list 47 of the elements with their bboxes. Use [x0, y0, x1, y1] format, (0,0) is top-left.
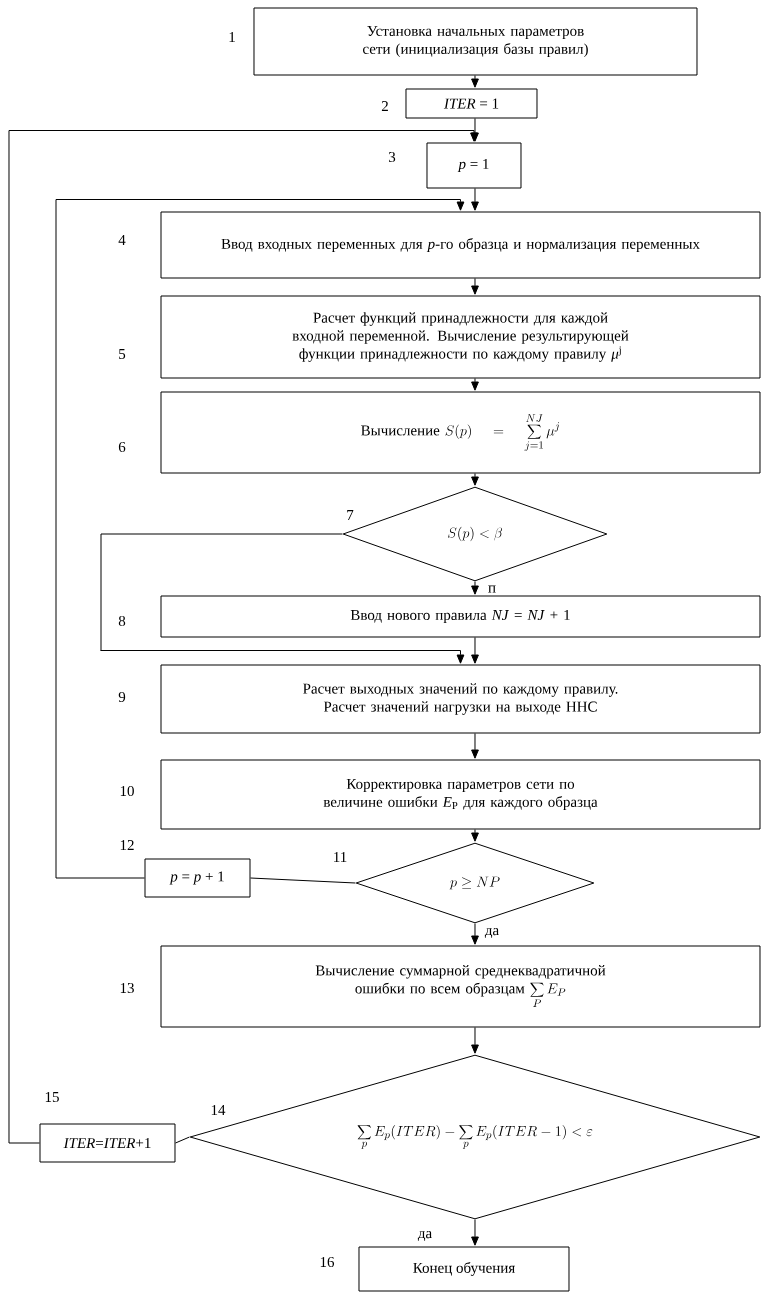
- process-box: Установка начальных параметров сети (инициализация базы правил): [253, 7, 698, 76]
- edge-label: п: [487, 584, 497, 594]
- process-box: Ввод нового правила NJ = NJ + 1: [160, 595, 761, 638]
- arrow: [471, 1027, 479, 1054]
- callout-number: 1: [229, 32, 235, 42]
- callout-number: 16: [320, 1256, 335, 1268]
- arrow: [100, 533, 465, 664]
- callout-number: 6: [118, 441, 126, 453]
- callout-number: 5: [119, 349, 126, 359]
- callout-number: 15: [45, 1092, 59, 1103]
- arrow: [471, 1219, 479, 1246]
- callout-number: 11: [334, 852, 347, 862]
- process-box: Расчет функций принадлежности для каждой входной переменной. Вычисление результирующей функции принадлежности по каждому правилу μ$^{j}$: [160, 295, 761, 379]
- arrow: [471, 581, 479, 595]
- edge-label: да: [416, 1230, 434, 1242]
- process-box: Вычисление суммарной среднеквадратичной ошибки по всем образцам $\sum_{P} E_{P}$: [160, 945, 761, 1028]
- process-box: ITER=ITER+1: [39, 1123, 176, 1163]
- arrow: [471, 278, 479, 295]
- arrow: [471, 733, 479, 759]
- process-box: Расчет выходных значений по каждому правилу. Расчет значений нагрузки на выходе ННС: [160, 664, 761, 734]
- callout-number: 4: [118, 235, 126, 245]
- callout-number: 9: [118, 691, 126, 703]
- callout-number: 8: [118, 615, 126, 627]
- arrow: [8, 130, 478, 1144]
- arrow: [55, 199, 465, 879]
- arrow: [471, 75, 479, 88]
- arrow: [471, 188, 479, 211]
- arrow: [471, 473, 479, 486]
- callout-number: 3: [388, 152, 396, 163]
- process-box: p = p + 1: [144, 858, 251, 898]
- callout-number: 2: [381, 101, 388, 111]
- edge-label: да: [483, 927, 501, 939]
- process-box: p = 1: [426, 142, 522, 189]
- arrow: [471, 829, 479, 842]
- process-box: Корректировка параметров сети по величине ошибки E$_{P}$ для каждого образца: [160, 759, 761, 830]
- callout-number: 13: [120, 982, 134, 994]
- callout-number: 10: [120, 785, 134, 797]
- callout-number: 12: [120, 840, 134, 850]
- process-box: Конец обучения: [358, 1246, 570, 1292]
- arrow: [471, 378, 479, 391]
- callout-number: 7: [347, 510, 354, 520]
- arrow: [471, 637, 479, 664]
- process-box: Вычисление $S(p)=\sum_{j=1}^{NJ}\mu^{j}$: [160, 391, 761, 474]
- process-box: Ввод входных переменных для p-го образца и нормализация переменных: [160, 211, 761, 279]
- arrow: [471, 923, 479, 945]
- process-box: ITER = 1: [405, 88, 538, 119]
- callout-number: 14: [211, 1105, 226, 1115]
